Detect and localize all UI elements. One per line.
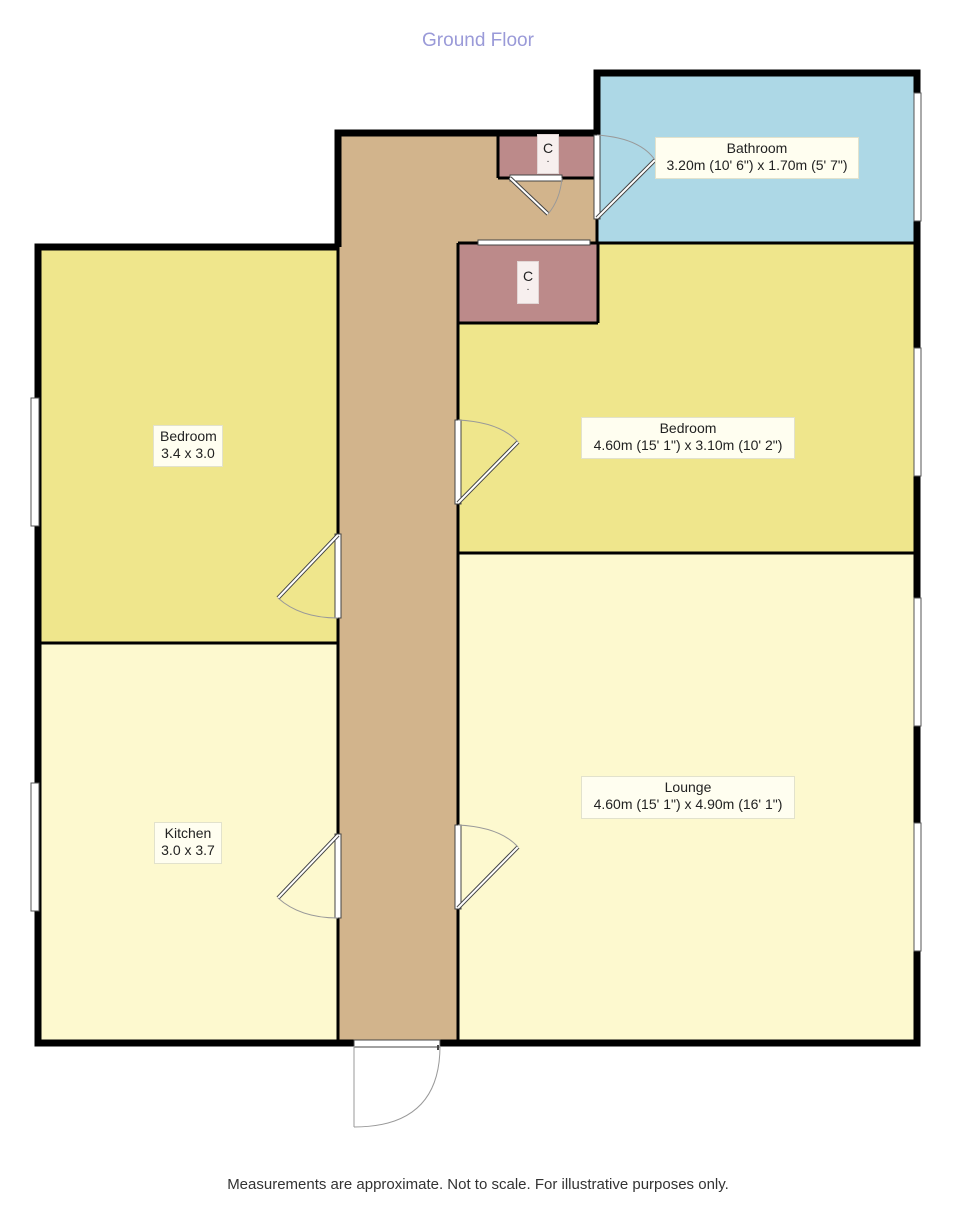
lounge-name: Lounge — [664, 779, 712, 795]
windows — [30, 92, 922, 952]
footer-disclaimer: Measurements are approximate. Not to sca… — [227, 1176, 729, 1193]
cupboard-top-mark: . — [546, 154, 550, 165]
lounge-label: Lounge 4.60m (15' 1") x 4.90m (16' 1") — [581, 776, 795, 819]
kitchen-size: 3.0 x 3.7 — [161, 842, 215, 858]
cupboard-mid-mark: . — [526, 282, 530, 293]
kitchen-name: Kitchen — [164, 825, 212, 841]
cupboard-top-label: C . — [537, 134, 559, 174]
door-opening-cupboard-top — [509, 174, 563, 182]
cupboard-mid-label: C . — [517, 261, 539, 304]
cupboard-mid-letter: C — [522, 268, 534, 284]
window-kitchen — [30, 782, 40, 912]
bathroom-size: 3.20m (10' 6") x 1.70m (5' 7") — [666, 157, 848, 173]
window-bedroom-right — [913, 347, 922, 477]
window-bedroom-left — [30, 397, 40, 527]
door-opening-entrance — [353, 1039, 441, 1048]
kitchen-label: Kitchen 3.0 x 3.7 — [154, 822, 222, 864]
bedroom-left-label: Bedroom 3.4 x 3.0 — [153, 425, 223, 467]
cupboard-top-letter: C — [542, 140, 554, 156]
window-bathroom — [913, 92, 922, 222]
door-opening-bedroom-left — [334, 533, 342, 619]
bedroom-right-name: Bedroom — [659, 420, 717, 436]
floor-title: Ground Floor — [422, 30, 534, 51]
bathroom-label: Bathroom 3.20m (10' 6") x 1.70m (5' 7") — [655, 137, 859, 179]
door-opening-bedroom-right — [454, 419, 462, 505]
bathroom-name: Bathroom — [726, 140, 788, 156]
bedroom-left-size: 3.4 x 3.0 — [161, 445, 215, 461]
lounge-size: 4.60m (15' 1") x 4.90m (16' 1") — [593, 796, 783, 812]
bedroom-left-name: Bedroom — [160, 428, 217, 444]
door-opening-lounge — [454, 824, 462, 910]
bedroom-right-label: Bedroom 4.60m (15' 1") x 3.10m (10' 2") — [581, 417, 795, 459]
window-lounge-upper — [913, 597, 922, 727]
door-opening-bathroom — [593, 134, 601, 220]
hallway-corridor — [338, 133, 458, 1043]
bedroom-right-size: 4.60m (15' 1") x 3.10m (10' 2") — [593, 437, 783, 453]
window-lounge-lower — [913, 822, 922, 952]
door-opening-kitchen — [334, 833, 342, 919]
doors — [276, 134, 657, 1128]
door-cupboard-mid — [477, 239, 591, 246]
